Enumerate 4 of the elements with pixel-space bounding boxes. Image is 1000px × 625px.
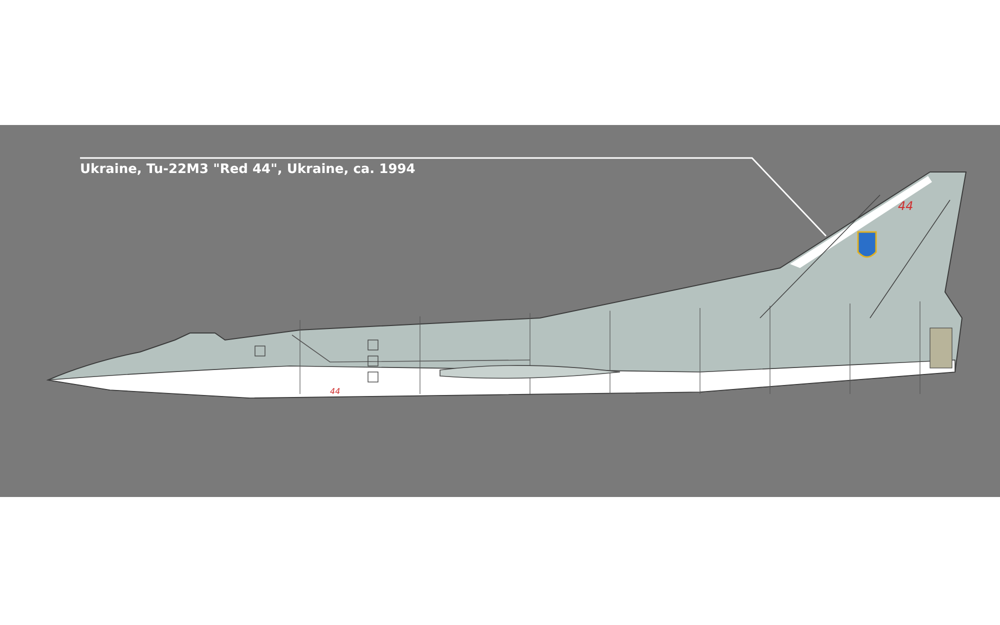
aircraft-number: 44 [330, 388, 340, 396]
caption-text: Ukraine, Tu-22M3 "Red 44", Ukraine, ca. 1994 [80, 162, 416, 177]
aircraft-number: 44 [898, 200, 914, 212]
leader-line [80, 157, 827, 237]
